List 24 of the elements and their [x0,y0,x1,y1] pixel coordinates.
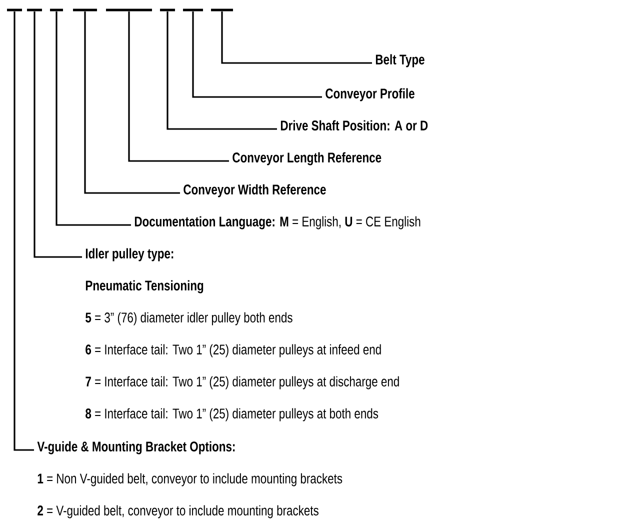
field-label: Drive Shaft Position: A or D [280,120,428,130]
field-label: Conveyor Length Reference [232,152,382,166]
leader-line [56,11,131,226]
leader-line [192,11,322,98]
leader-line [166,11,277,130]
code-segment-bar [106,8,152,12]
code-segment-bar [160,8,175,12]
field-label: Belt Type [376,54,424,68]
code-segment-bar [7,8,22,12]
leader-line [128,11,229,162]
leader-line [221,11,372,64]
field-label: Documentation Language: M = English, U = CE English [134,216,420,230]
option-list: V-guide & Mounting Bracket Options: 1 = Non V-guided belt, conveyor to include mounting brackets 2 = V-guided belt, conveyor to include mounting brackets [37,441,342,518]
code-segment-bar [183,8,203,12]
leader-line [14,11,34,451]
leader-line [34,11,82,258]
code-segment-bar [27,8,42,12]
field-label: Conveyor Width Reference [184,184,326,198]
leader-line [84,11,180,194]
code-segment-bar [211,8,233,12]
field-label: Conveyor Profile [326,88,414,102]
code-segment-bar [50,8,63,12]
option-list: Idler pulley type: Pneumatic Tensioning 5 = 3” (76) diameter idler pulley both ends 6 = Interface tail: Two 1” (25) diameter pulleys at infeed end 7 = Interface tail: Two 1” (25) diameter pulleys at discharge end 8 = Interface tail: Two 1” (25) diameter pulleys at both ends [86,248,399,422]
code-segment-bar [73,8,97,12]
